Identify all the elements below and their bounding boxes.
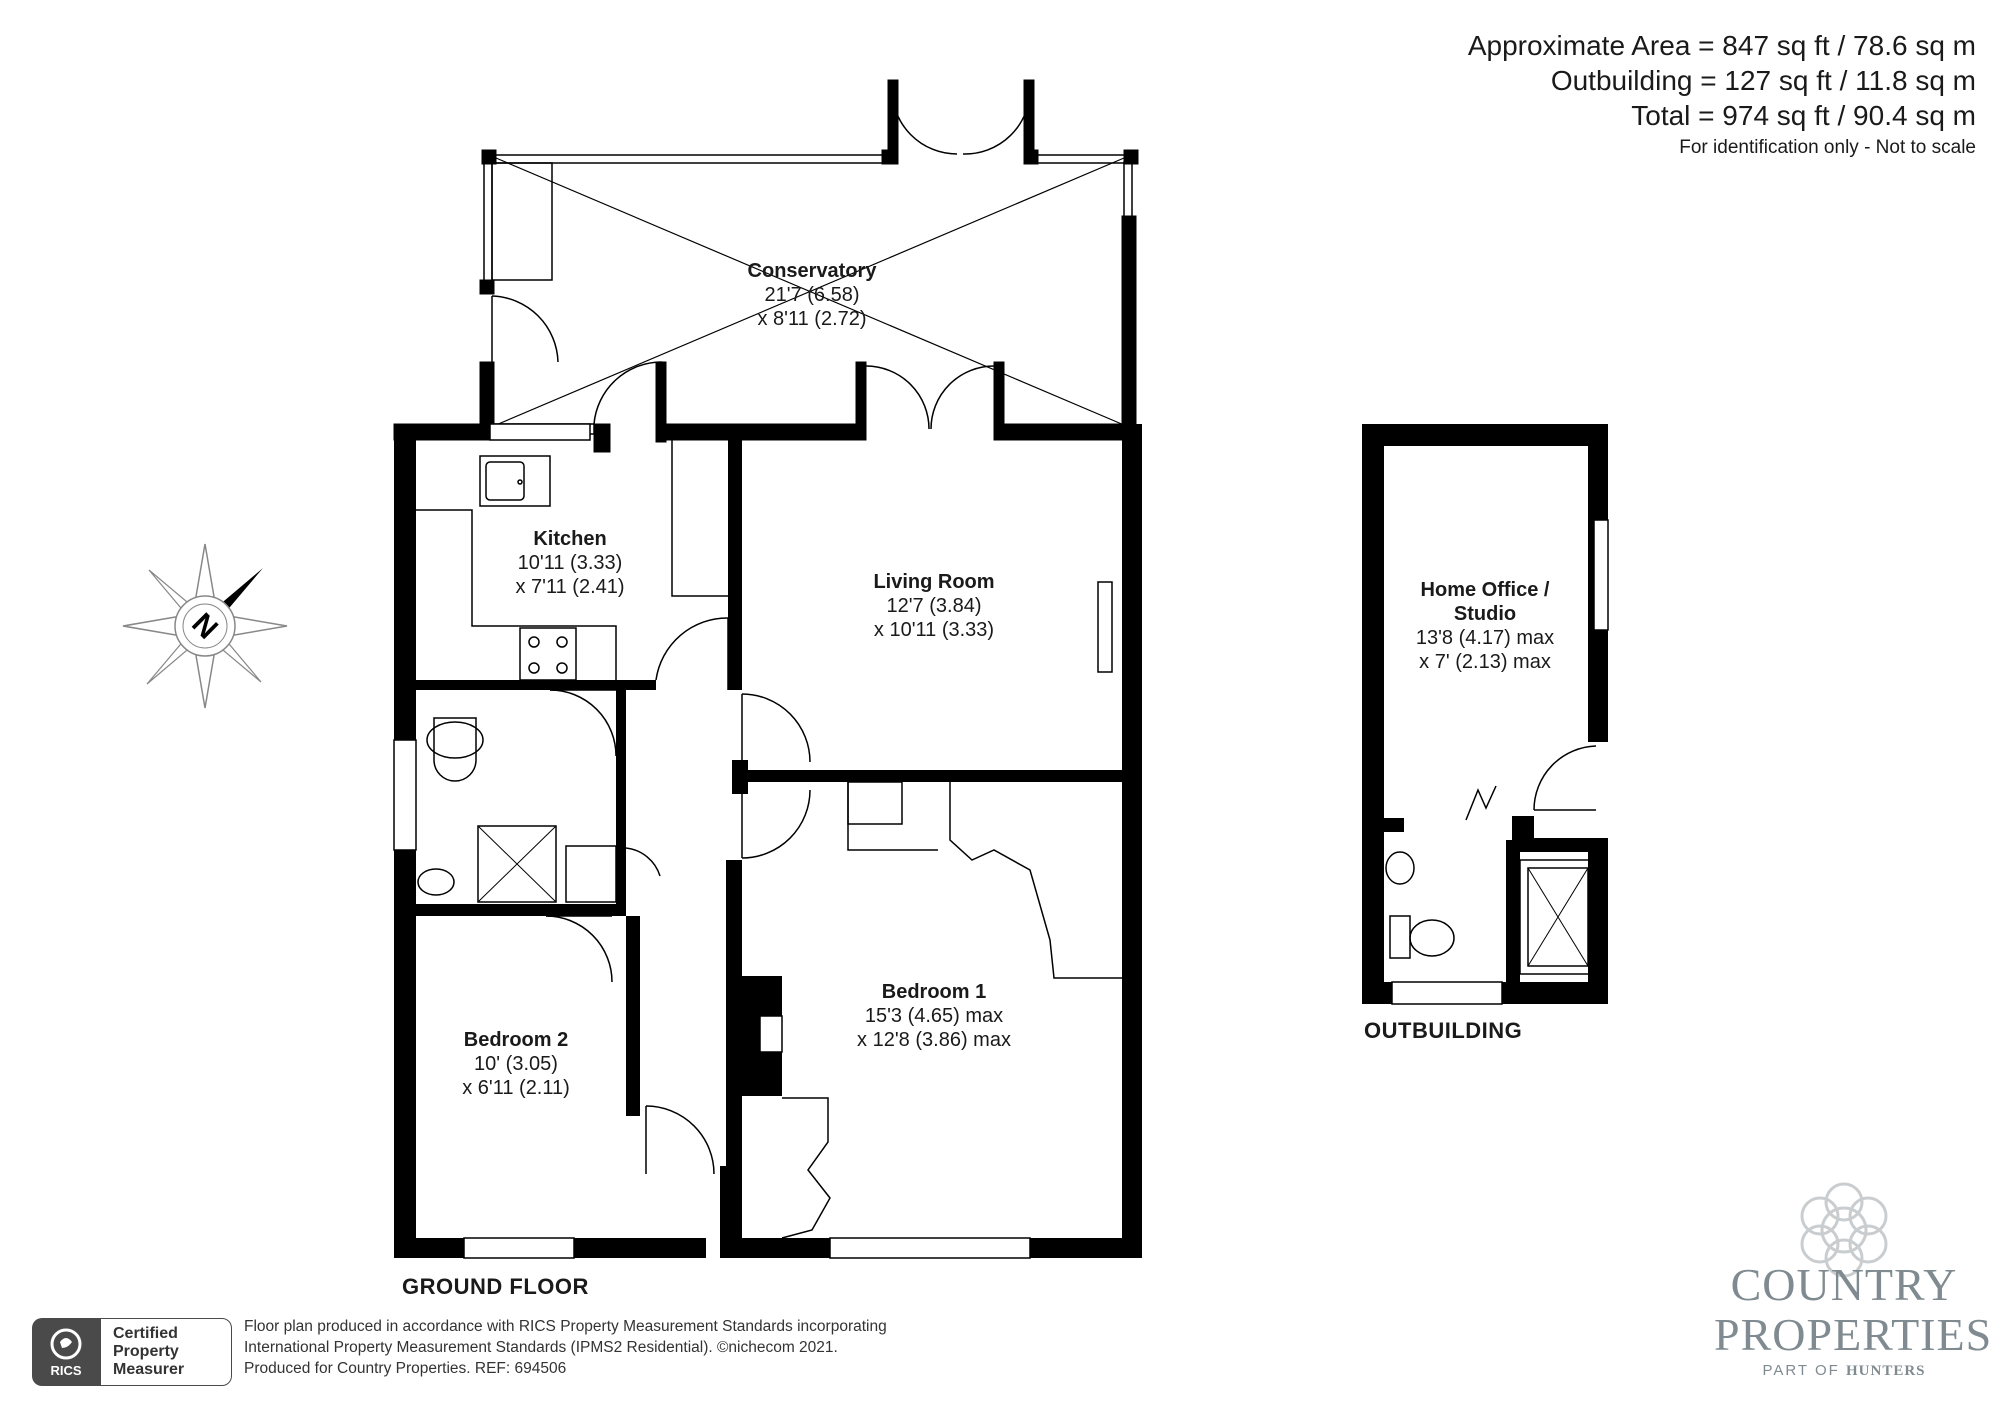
compass-icon: N [122, 543, 288, 709]
brand-logo: COUNTRY PROPERTIES PART OF HUNTERS [1714, 1259, 1993, 1380]
brand-line-1: COUNTRY [1730, 1259, 1958, 1310]
rics-logo: RICS [32, 1318, 100, 1386]
area-approximate: Approximate Area = 847 sq ft / 78.6 sq m [1467, 30, 1976, 61]
area-disclaimer: For identification only - Not to scale [1679, 137, 1976, 158]
room-label-bedroom-1: Bedroom 1 15'3 (4.65) max x 12'8 (3.86) … [857, 981, 1011, 1051]
area-summary: Approximate Area = 847 sq ft / 78.6 sq m… [1468, 28, 1976, 163]
rics-certified-badge: RICS Certified Property Measurer [32, 1318, 232, 1386]
floor-label-outbuilding: OUTBUILDING [1364, 1018, 1523, 1043]
outbuilding-fixtures [1385, 745, 1597, 975]
rics-lion-icon [50, 1328, 82, 1360]
area-outbuilding: Outbuilding = 127 sq ft / 11.8 sq m [1550, 65, 1976, 96]
room-label-living-room: Living Room 12'7 (3.84) x 10'11 (3.33) [873, 571, 995, 641]
house-walls [393, 423, 1142, 1259]
floor-label-ground: GROUND FLOOR [402, 1274, 589, 1299]
room-label-conservatory: Conservatory 21'7 (6.58) x 8'11 (2.72) [747, 260, 877, 330]
brand-line-3: PART OF HUNTERS [1762, 1362, 1926, 1379]
room-label-kitchen: Kitchen 10'11 (3.33) x 7'11 (2.41) [515, 528, 625, 598]
room-label-bedroom-2: Bedroom 2 10' (3.05) x 6'11 (2.11) [462, 1029, 570, 1099]
outbuilding-walls [1362, 424, 1609, 1005]
brand-emblem-icon [1800, 1182, 1888, 1278]
area-total: Total = 974 sq ft / 90.4 sq m [1631, 100, 1976, 131]
room-label-home-office: Home Office / Studio 13'8 (4.17) max x 7… [1415, 579, 1555, 673]
rics-certified-text: Certified Property Measurer [100, 1318, 232, 1386]
brand-line-2: PROPERTIES [1714, 1309, 1993, 1360]
interior-fixtures [416, 440, 1122, 1239]
footer-disclaimer: Floor plan produced in accordance with R… [244, 1318, 887, 1377]
